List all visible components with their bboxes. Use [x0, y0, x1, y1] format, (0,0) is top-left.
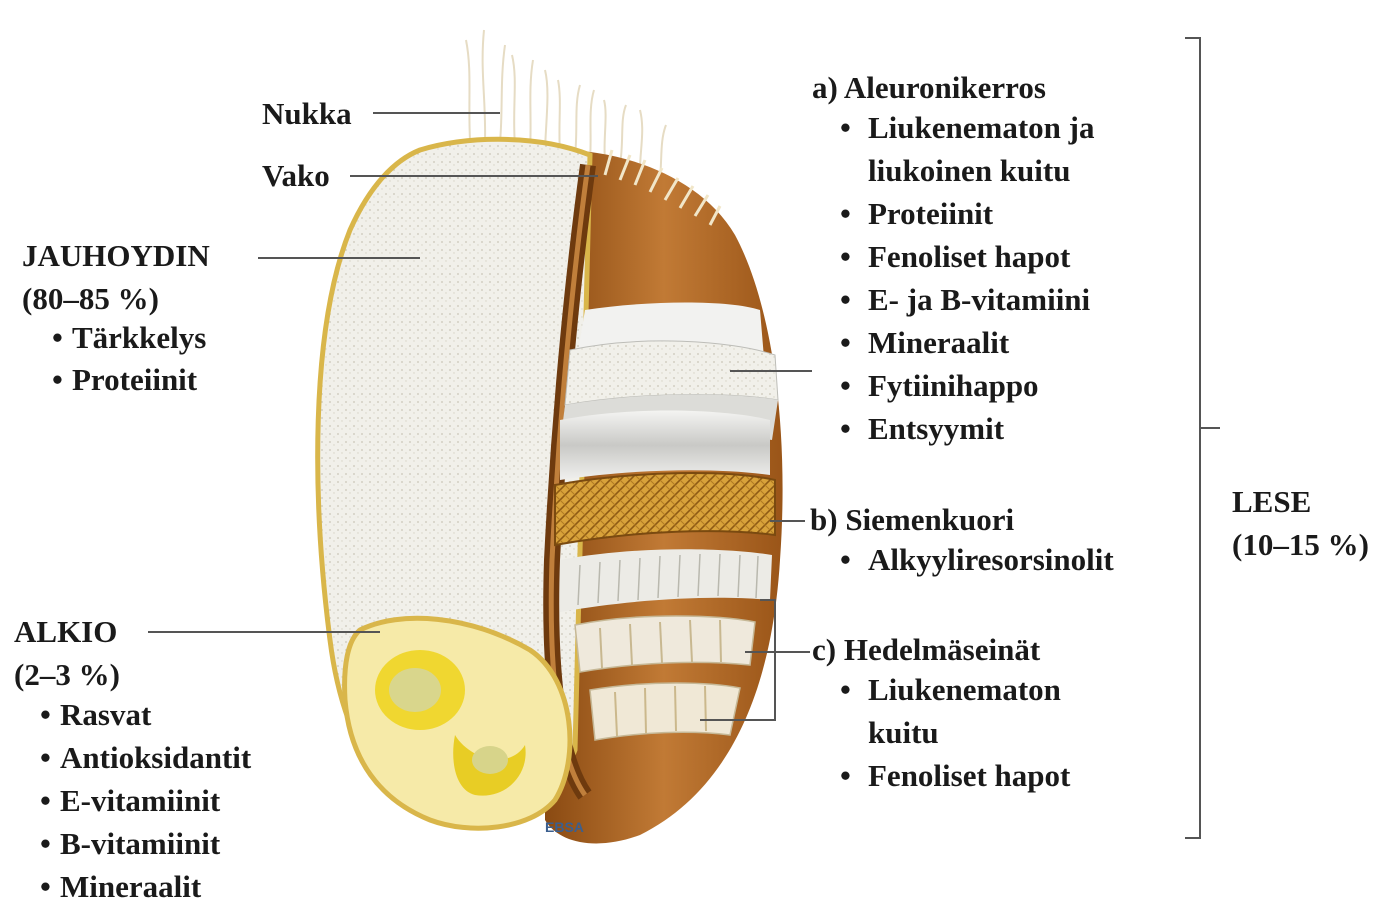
germ-item: •Mineraalit [40, 865, 251, 908]
aleurone-item: •Proteiinit [840, 192, 1095, 235]
aleurone-item: •Liukenematon ja [840, 106, 1095, 149]
pericarp-item: •Fenoliset hapot [840, 754, 1070, 797]
label-vako: Vako [262, 158, 330, 194]
aleurone-title: a) Aleuronikerros [812, 70, 1095, 106]
endosperm-percent: (80–85 %) [22, 281, 210, 317]
seedcoat-item: •Alkyyliresorsinolit [840, 538, 1114, 581]
aleurone-item: •Fytiinihappo [840, 364, 1095, 407]
germ-item: •B-vitamiinit [40, 822, 251, 865]
aleurone-item: •Entsyymit [840, 407, 1095, 450]
bran-percent: (10–15 %) [1232, 527, 1369, 563]
label-nukka: Nukka [262, 96, 352, 132]
aleurone-item: •Mineraalit [840, 321, 1095, 364]
endosperm-item: •Tärkkelys [52, 317, 210, 359]
logo-text: EBSA [545, 819, 584, 835]
germ-item: •Rasvat [40, 693, 251, 736]
pericarp-item: kuitu [840, 711, 1070, 754]
endosperm-block: JAUHOYDIN (80–85 %) •Tärkkelys •Proteiin… [22, 238, 210, 401]
bran-block: LESE (10–15 %) [1232, 484, 1369, 563]
aleurone-item: •E- ja B-vitamiini [840, 278, 1095, 321]
germ-item: •E-vitamiinit [40, 779, 251, 822]
germ-block: ALKIO (2–3 %) •Rasvat •Antioksidantit •E… [14, 614, 251, 908]
aleurone-item: liukoinen kuitu [840, 149, 1095, 192]
seedcoat-block: b) Siemenkuori •Alkyyliresorsinolit [810, 502, 1114, 581]
germ-item: •Antioksidantit [40, 736, 251, 779]
seedcoat-title: b) Siemenkuori [810, 502, 1114, 538]
pericarp-block: c) Hedelmäseinät •Liukenematon kuitu •Fe… [812, 632, 1070, 797]
pericarp-item: •Liukenematon [840, 668, 1070, 711]
aleurone-item: •Fenoliset hapot [840, 235, 1095, 278]
bran-title: LESE [1232, 484, 1369, 520]
pericarp-title: c) Hedelmäseinät [812, 632, 1070, 668]
germ-title: ALKIO [14, 614, 251, 650]
endosperm-title: JAUHOYDIN [22, 238, 210, 274]
germ-percent: (2–3 %) [14, 657, 251, 693]
endosperm-item: •Proteiinit [52, 359, 210, 401]
aleurone-block: a) Aleuronikerros •Liukenematon ja liuko… [812, 70, 1095, 450]
